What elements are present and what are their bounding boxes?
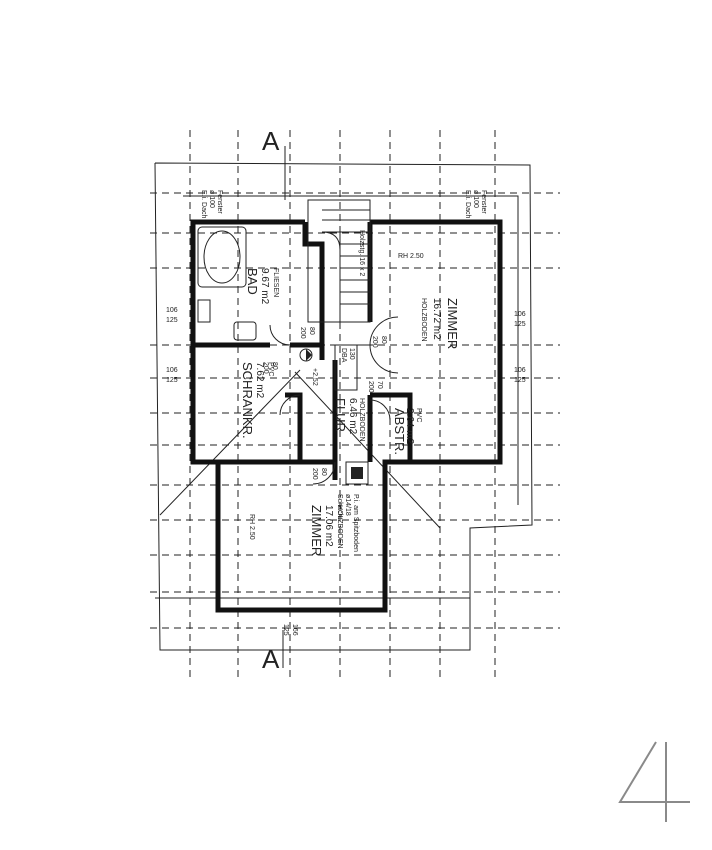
room-flur-name: FLUR bbox=[333, 398, 348, 432]
svg-text:80: 80 bbox=[271, 362, 278, 370]
room-zimmer-east-name: ZIMMER bbox=[445, 298, 460, 349]
section-marker-top: A bbox=[262, 126, 280, 156]
room-schrankr-floor: PVC bbox=[267, 362, 274, 376]
toilet bbox=[197, 299, 211, 323]
svg-text:ø14/18: ø14/18 bbox=[344, 494, 351, 516]
svg-text:DBA: DBA bbox=[340, 348, 347, 363]
svg-text:200: 200 bbox=[367, 381, 374, 393]
section-line: A A bbox=[262, 126, 286, 674]
svg-text:125: 125 bbox=[514, 377, 526, 384]
room-schrankr-area: 7.62 m2 bbox=[254, 362, 265, 399]
roof-window-note-east: Fenster ø 100 E.i. Dach bbox=[464, 190, 487, 219]
svg-text:Fenster: Fenster bbox=[216, 190, 223, 214]
door-swings bbox=[269, 316, 399, 599]
svg-text:70: 70 bbox=[376, 381, 383, 389]
chimney bbox=[345, 461, 369, 485]
staircase: Holzstg. 16 x 2 bbox=[307, 199, 371, 323]
room-bad-floor: FLIESEN bbox=[272, 268, 279, 297]
room-abstr: ABSTR. 2.64 m2 PVC bbox=[392, 408, 422, 455]
door-dim-1: 80 200 bbox=[299, 327, 315, 339]
room-height-south: RH 2.50 bbox=[248, 514, 255, 540]
svg-text:ø 100: ø 100 bbox=[208, 190, 215, 208]
svg-text:106: 106 bbox=[166, 307, 178, 314]
room-bad-area: 9.67 m2 bbox=[259, 268, 270, 305]
page-number-glyph bbox=[618, 741, 690, 822]
svg-text:125: 125 bbox=[166, 377, 178, 384]
svg-text:E.i. Dach: E.i. Dach bbox=[464, 190, 471, 219]
level-flur: +2.52 bbox=[311, 368, 318, 386]
svg-text:P.i. am Spitzboden: P.i. am Spitzboden bbox=[352, 494, 359, 552]
level-marker: +2.52 bbox=[299, 348, 318, 386]
room-zimmer-south-name: ZIMMER bbox=[309, 505, 324, 556]
window-dim-w1: 106 125 bbox=[166, 307, 178, 324]
room-zimmer-south-area: 17.06 m2 bbox=[323, 505, 334, 547]
washbasin bbox=[233, 321, 257, 341]
room-bad: BAD 9.67 m2 FLIESEN bbox=[245, 268, 279, 305]
svg-text:200: 200 bbox=[371, 336, 378, 348]
room-schrankr: SCHRANKR. 7.62 m2 PVC bbox=[240, 362, 274, 439]
room-bad-name: BAD bbox=[245, 268, 260, 295]
window-dim-w2: 106 125 bbox=[166, 367, 178, 384]
section-marker-bottom: A bbox=[262, 644, 280, 674]
svg-text:106: 106 bbox=[514, 367, 526, 374]
door-dim-4: 70 200 bbox=[367, 381, 383, 393]
room-zimmer-east: ZIMMER 16.72 m2 HOLZBODEN bbox=[420, 298, 460, 349]
window-dim-w5: 166 125 bbox=[282, 624, 298, 636]
svg-text:80: 80 bbox=[320, 468, 327, 476]
svg-text:125: 125 bbox=[514, 321, 526, 328]
svg-text:80: 80 bbox=[308, 327, 315, 335]
stair-note: Holzstg. 16 x 2 bbox=[358, 230, 365, 276]
svg-text:Schacht: Schacht bbox=[336, 494, 343, 519]
window-dim-w4: 106 125 bbox=[514, 367, 526, 384]
shaft bbox=[334, 344, 358, 391]
door-dim-5: 80 200 bbox=[311, 468, 327, 480]
roof-window-note-west: Fenster ø 100 E.i. Dach bbox=[200, 190, 223, 219]
svg-text:200: 200 bbox=[311, 468, 318, 480]
shaft-label: DBA 130 bbox=[340, 348, 355, 363]
door-dim-2: 80 200 bbox=[262, 362, 278, 374]
svg-text:166: 166 bbox=[291, 624, 298, 636]
svg-text:Fenster: Fenster bbox=[480, 190, 487, 214]
room-abstr-floor: PVC bbox=[415, 408, 422, 422]
room-zimmer-east-area: 16.72 m2 bbox=[431, 298, 442, 340]
bathtub bbox=[197, 226, 247, 288]
svg-text:106: 106 bbox=[514, 311, 526, 318]
svg-text:E.i. Dach: E.i. Dach bbox=[200, 190, 207, 219]
room-schrankr-name: SCHRANKR. bbox=[240, 362, 255, 439]
room-abstr-area: 2.64 m2 bbox=[404, 408, 415, 445]
page-number bbox=[604, 736, 694, 826]
chimney-note: Schacht ø14/18 P.i. am Spitzboden bbox=[336, 494, 359, 552]
room-flur: FLUR 6.46 m2 HOLZBODEN bbox=[333, 398, 365, 442]
svg-text:125: 125 bbox=[282, 624, 289, 636]
svg-text:80: 80 bbox=[380, 336, 387, 344]
svg-text:130: 130 bbox=[348, 348, 355, 360]
window-dim-w3: 106 125 bbox=[514, 311, 526, 328]
svg-text:ø 100: ø 100 bbox=[472, 190, 479, 208]
room-flur-floor: HOLZBODEN bbox=[358, 398, 365, 442]
room-flur-area: 6.46 m2 bbox=[347, 398, 358, 435]
svg-text:200: 200 bbox=[299, 327, 306, 339]
room-zimmer-south: ZIMMER 17.06 m2 HOLZBODEN bbox=[309, 505, 343, 556]
svg-text:106: 106 bbox=[166, 367, 178, 374]
room-zimmer-east-floor: HOLZBODEN bbox=[420, 298, 427, 342]
room-zimmer-south-floor: HOLZBODEN bbox=[336, 505, 343, 549]
room-abstr-name: ABSTR. bbox=[392, 408, 407, 455]
door-dim-3: 80 200 bbox=[371, 336, 387, 348]
svg-text:200: 200 bbox=[262, 362, 269, 374]
svg-text:125: 125 bbox=[166, 317, 178, 324]
room-height-east: RH 2.50 bbox=[398, 253, 424, 260]
